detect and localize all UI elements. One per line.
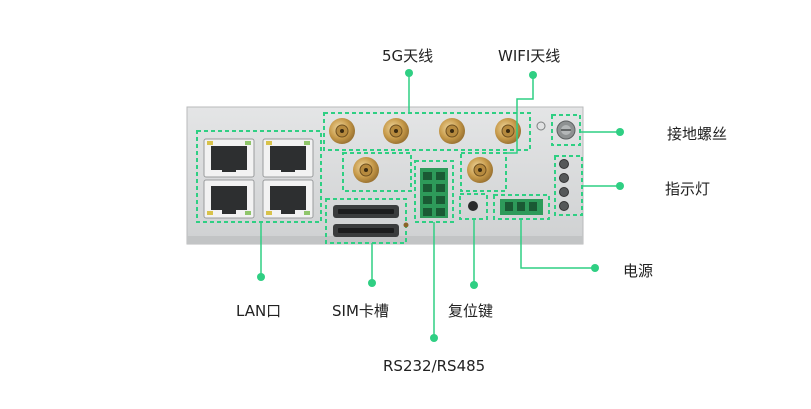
sim-slots <box>325 198 409 244</box>
label-indicator: 指示灯 <box>665 180 711 198</box>
label-lan-port: LAN口 <box>236 302 282 320</box>
antenna-wifi-group <box>342 152 507 192</box>
label-wifi-antenna: WIFI天线 <box>498 47 561 65</box>
antenna-wifi-dashed-box-left <box>342 152 412 192</box>
sma-connector-icon <box>353 157 379 183</box>
antenna-wifi-dashed-box-right <box>460 152 507 192</box>
device-bottom-edge <box>187 236 583 244</box>
callout-lines <box>257 69 624 342</box>
lan-ports <box>196 130 322 223</box>
label-ground-screw: 接地螺丝 <box>667 125 728 143</box>
rj45-port-icon <box>203 138 255 178</box>
lan-dashed-box <box>196 130 322 223</box>
sma-connector-icon <box>495 118 521 144</box>
terminal-block-icon <box>500 199 543 215</box>
antenna-5g-group <box>323 112 531 151</box>
callout-power-line <box>520 219 595 269</box>
label-power: 电源 <box>623 262 654 280</box>
led-icon <box>559 173 569 183</box>
label-5g-antenna: 5G天线 <box>382 47 434 65</box>
serial-terminal <box>414 160 454 223</box>
rj45-port-icon <box>203 179 255 219</box>
label-sim-slot: SIM卡槽 <box>332 302 389 320</box>
label-serial: RS232/RS485 <box>383 357 486 375</box>
sma-connector-icon <box>329 118 355 144</box>
led-icon <box>559 187 569 197</box>
sma-connector-icon <box>383 118 409 144</box>
label-reset: 复位键 <box>448 302 494 320</box>
led-icon <box>559 201 569 211</box>
ground-screw <box>536 114 581 146</box>
antenna-5g-dashed-box <box>323 112 531 151</box>
sim-slot-icon <box>333 205 399 218</box>
sim-dashed-box <box>325 198 407 244</box>
ground-screw-icon <box>556 120 576 140</box>
sim-slot-icon <box>333 224 399 237</box>
sma-connector-icon <box>439 118 465 144</box>
terminal-block-icon <box>420 168 448 218</box>
rj45-port-icon <box>262 179 314 219</box>
ground-dashed-box <box>551 114 581 146</box>
ground-symbol-icon <box>536 121 546 131</box>
sma-connector-icon <box>467 157 493 183</box>
callout-wifi-line <box>506 75 534 154</box>
led-icon <box>559 159 569 169</box>
rj45-port-icon <box>262 138 314 178</box>
